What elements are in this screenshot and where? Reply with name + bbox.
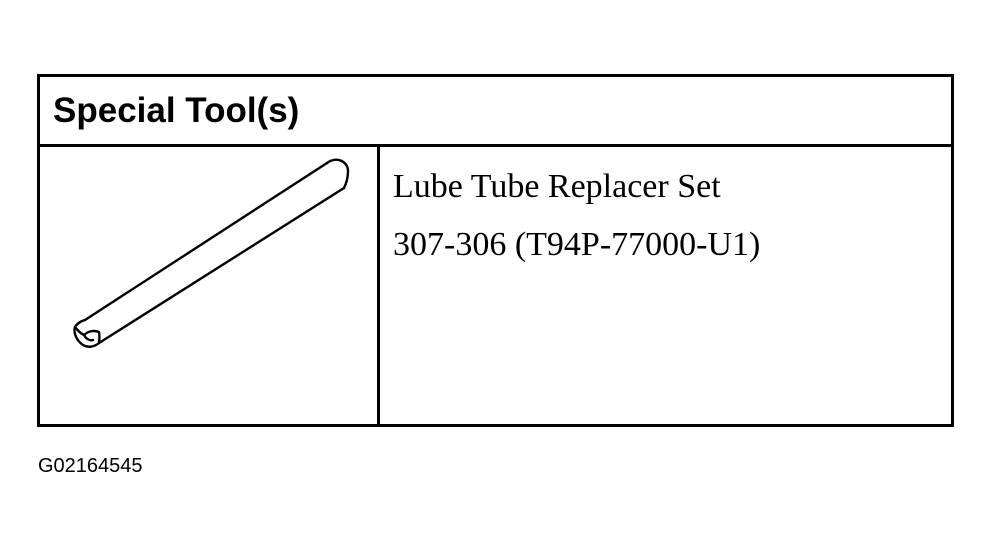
tool-image-cell [40,147,380,424]
tool-number: 307-306 (T94P-77000-U1) [393,226,761,263]
tool-description-cell: Lube Tube Replacer Set 307-306 (T94P-770… [380,147,951,424]
table-header: Special Tool(s) [40,77,951,147]
figure-id: G02164545 [38,455,143,477]
table-header-title: Special Tool(s) [53,91,300,130]
special-tools-table: Special Tool(s) Lube Tube Replacer Set 3… [37,74,954,427]
lube-tube-replacer-tool-icon [73,158,350,348]
tool-name: Lube Tube Replacer Set [393,168,721,205]
